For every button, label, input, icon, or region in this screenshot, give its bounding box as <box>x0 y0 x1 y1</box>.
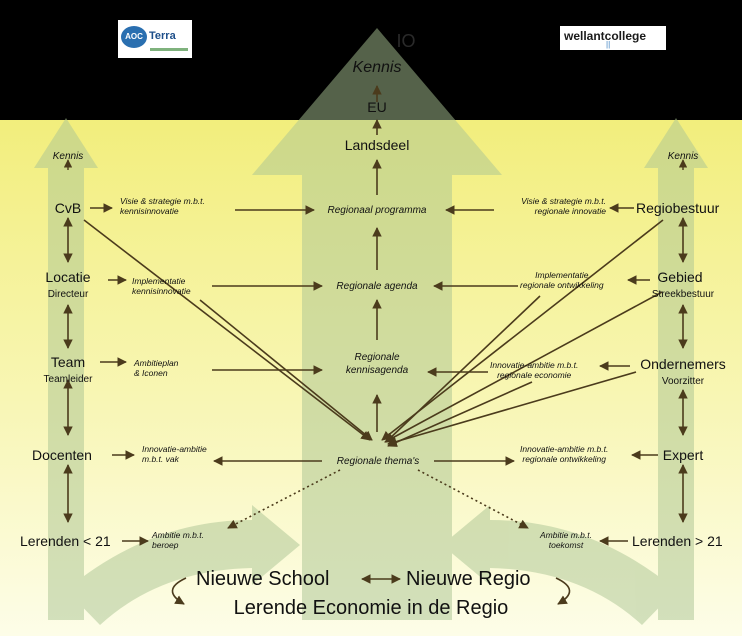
landsdeel-label: Landsdeel <box>344 137 410 153</box>
kennis-right: Kennis <box>667 151 699 162</box>
terra-underline <box>150 48 188 51</box>
kennisagenda-line1: Regionale <box>354 352 400 363</box>
kennisagenda-line2: kennisagenda <box>345 364 409 376</box>
innovatie-vak: Innovatie-ambitie m.b.t. vak <box>142 444 207 464</box>
left-curved-arrow <box>66 505 300 625</box>
kennis-top: Kennis <box>352 59 402 76</box>
cvb-node: CvB <box>54 200 82 216</box>
directeur-label: Directeur <box>47 289 89 300</box>
innov-ontw-line1: Innovatie-ambitie m.b.t. <box>520 444 609 454</box>
wellantcollege-logo: wellantcollege || <box>560 26 666 50</box>
aoc-circle-icon: AOC <box>121 26 147 48</box>
impl-kennis-line1: Implementatie <box>132 276 186 286</box>
lerenden-left-node: Lerenden < 21 <box>20 533 111 549</box>
terra-text: Terra <box>149 30 176 42</box>
locatie-node: Locatie <box>45 269 91 285</box>
connectors <box>63 85 688 605</box>
ondernemers-node: Ondernemers <box>640 356 726 372</box>
ambitie-toekomst-line1: Ambitie m.b.t. <box>540 530 592 540</box>
innov-econ-line1: Innovatie-ambitie m.b.t. <box>490 360 579 370</box>
left-green-arrow <box>34 118 98 620</box>
visie-kennis-line1: Visie & strategie m.b.t. <box>120 196 205 206</box>
eu-label: EU <box>367 99 387 115</box>
gebied-node: Gebied <box>657 269 703 285</box>
kennis-left: Kennis <box>52 151 84 162</box>
ambitieplan-line1: Ambitieplan <box>134 358 179 368</box>
visie-regionaal: Visie & strategie m.b.t. regionale innov… <box>521 196 606 216</box>
impl-regio-line1: Implementatie <box>535 270 589 280</box>
visie-kennis: Visie & strategie m.b.t. kennisinnovatie <box>120 196 205 216</box>
voorzitter-label: Voorzitter <box>661 376 705 387</box>
expert-node: Expert <box>662 447 704 463</box>
nieuwe-regio: Nieuwe Regio <box>406 568 531 590</box>
ambitie-beroep: Ambitie m.b.t. beroep <box>152 530 204 550</box>
ambitieplan-line2: & Iconen <box>134 368 168 379</box>
innov-econ-line2: regionale economie <box>497 370 572 381</box>
streekbestuur-label: Streekbestuur <box>651 289 715 300</box>
innovatie-ontwikkeling: Innovatie-ambitie m.b.t. regionale ontwi… <box>520 444 608 464</box>
ambitieplan: Ambitieplan & Iconen <box>134 358 178 378</box>
impl-regio-line2: regionale ontwikkeling <box>520 280 604 291</box>
team-node: Team <box>50 354 86 370</box>
ambitie-beroep-line2: beroep <box>152 540 179 551</box>
regionaal-programma: Regionaal programma <box>327 205 427 216</box>
aoc-text: AOC <box>125 32 143 41</box>
regionale-agenda: Regionale agenda <box>336 281 418 292</box>
innovatie-vak-line1: Innovatie-ambitie <box>142 444 207 454</box>
visie-kennis-line2: kennisinnovatie <box>120 206 179 217</box>
teamleider-label: Teamleider <box>43 374 93 385</box>
aoc-terra-logo: AOC Terra <box>118 20 192 58</box>
regiobestuur-node: Regiobestuur <box>636 200 720 216</box>
regionale-kennisagenda: Regionale kennisagenda <box>346 352 408 377</box>
wellant-text: wellantcollege <box>564 29 647 43</box>
innovatie-vak-line2: m.b.t. vak <box>142 454 179 465</box>
right-curved-arrow <box>442 505 676 625</box>
regionale-themas: Regionale thema's <box>336 456 420 467</box>
lerenden-right-node: Lerenden > 21 <box>632 533 723 549</box>
partial-heading: IO <box>396 31 416 51</box>
right-green-arrow <box>644 118 708 620</box>
lerende-economie: Lerende Economie in de Regio <box>233 597 509 619</box>
ambitie-beroep-line1: Ambitie m.b.t. <box>152 530 204 540</box>
impl-kennis-line2: kennisinnovatie <box>132 286 191 297</box>
wellant-mark: || <box>606 40 611 49</box>
innovatie-economie: Innovatie-ambitie m.b.t. regionale econo… <box>490 360 578 380</box>
visie-regio-line2: regionale innovatie <box>534 206 606 217</box>
nieuwe-school: Nieuwe School <box>196 568 330 590</box>
implementatie-kennis: Implementatie kennisinnovatie <box>132 276 191 296</box>
docenten-node: Docenten <box>32 447 92 463</box>
innov-ontw-line2: regionale ontwikkeling <box>522 454 606 465</box>
ambitie-toekomst: Ambitie m.b.t. toekomst <box>540 530 592 550</box>
visie-regio-line1: Visie & strategie m.b.t. <box>521 196 606 206</box>
ambitie-toekomst-line2: toekomst <box>548 540 584 551</box>
implementatie-regionaal: Implementatie regionale ontwikkeling <box>520 270 604 290</box>
